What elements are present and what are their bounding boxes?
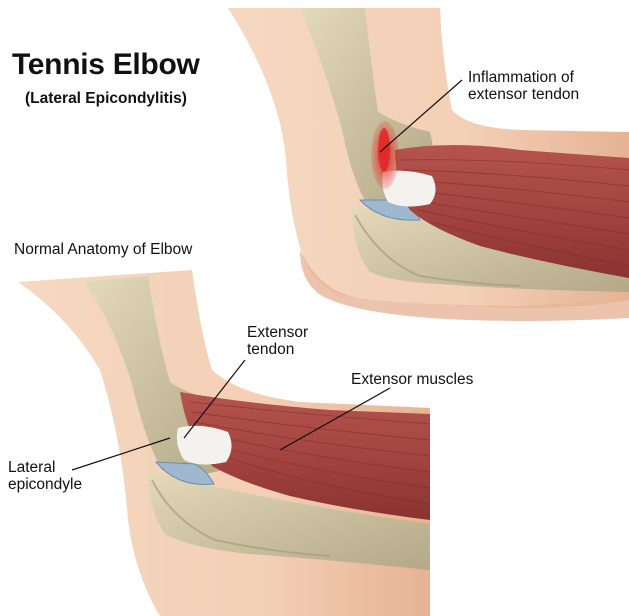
extensor-muscles-label: Extensor muscles (351, 371, 473, 388)
page-subtitle: (Lateral Epicondylitis) (25, 90, 187, 107)
page-title: Tennis Elbow (12, 48, 200, 82)
bottom-tendon (177, 426, 232, 465)
lateral-epicondyle-label-line2: epicondyle (8, 476, 82, 493)
lateral-epicondyle-label-line1: Lateral (8, 459, 82, 476)
inflamed-elbow-group (228, 8, 629, 321)
extensor-tendon-label: Extensor tendon (247, 324, 308, 359)
inflammation-label-line2: extensor tendon (468, 86, 579, 103)
normal-elbow-group (18, 270, 430, 616)
inflammation-label: Inflammation of extensor tendon (468, 69, 579, 104)
normal-anatomy-heading: Normal Anatomy of Elbow (14, 241, 192, 258)
extensor-tendon-label-line2: tendon (247, 341, 308, 358)
lateral-epicondyle-label: Lateral epicondyle (8, 459, 82, 494)
extensor-tendon-label-line1: Extensor (247, 324, 308, 341)
inflammation-label-line1: Inflammation of (468, 69, 579, 86)
